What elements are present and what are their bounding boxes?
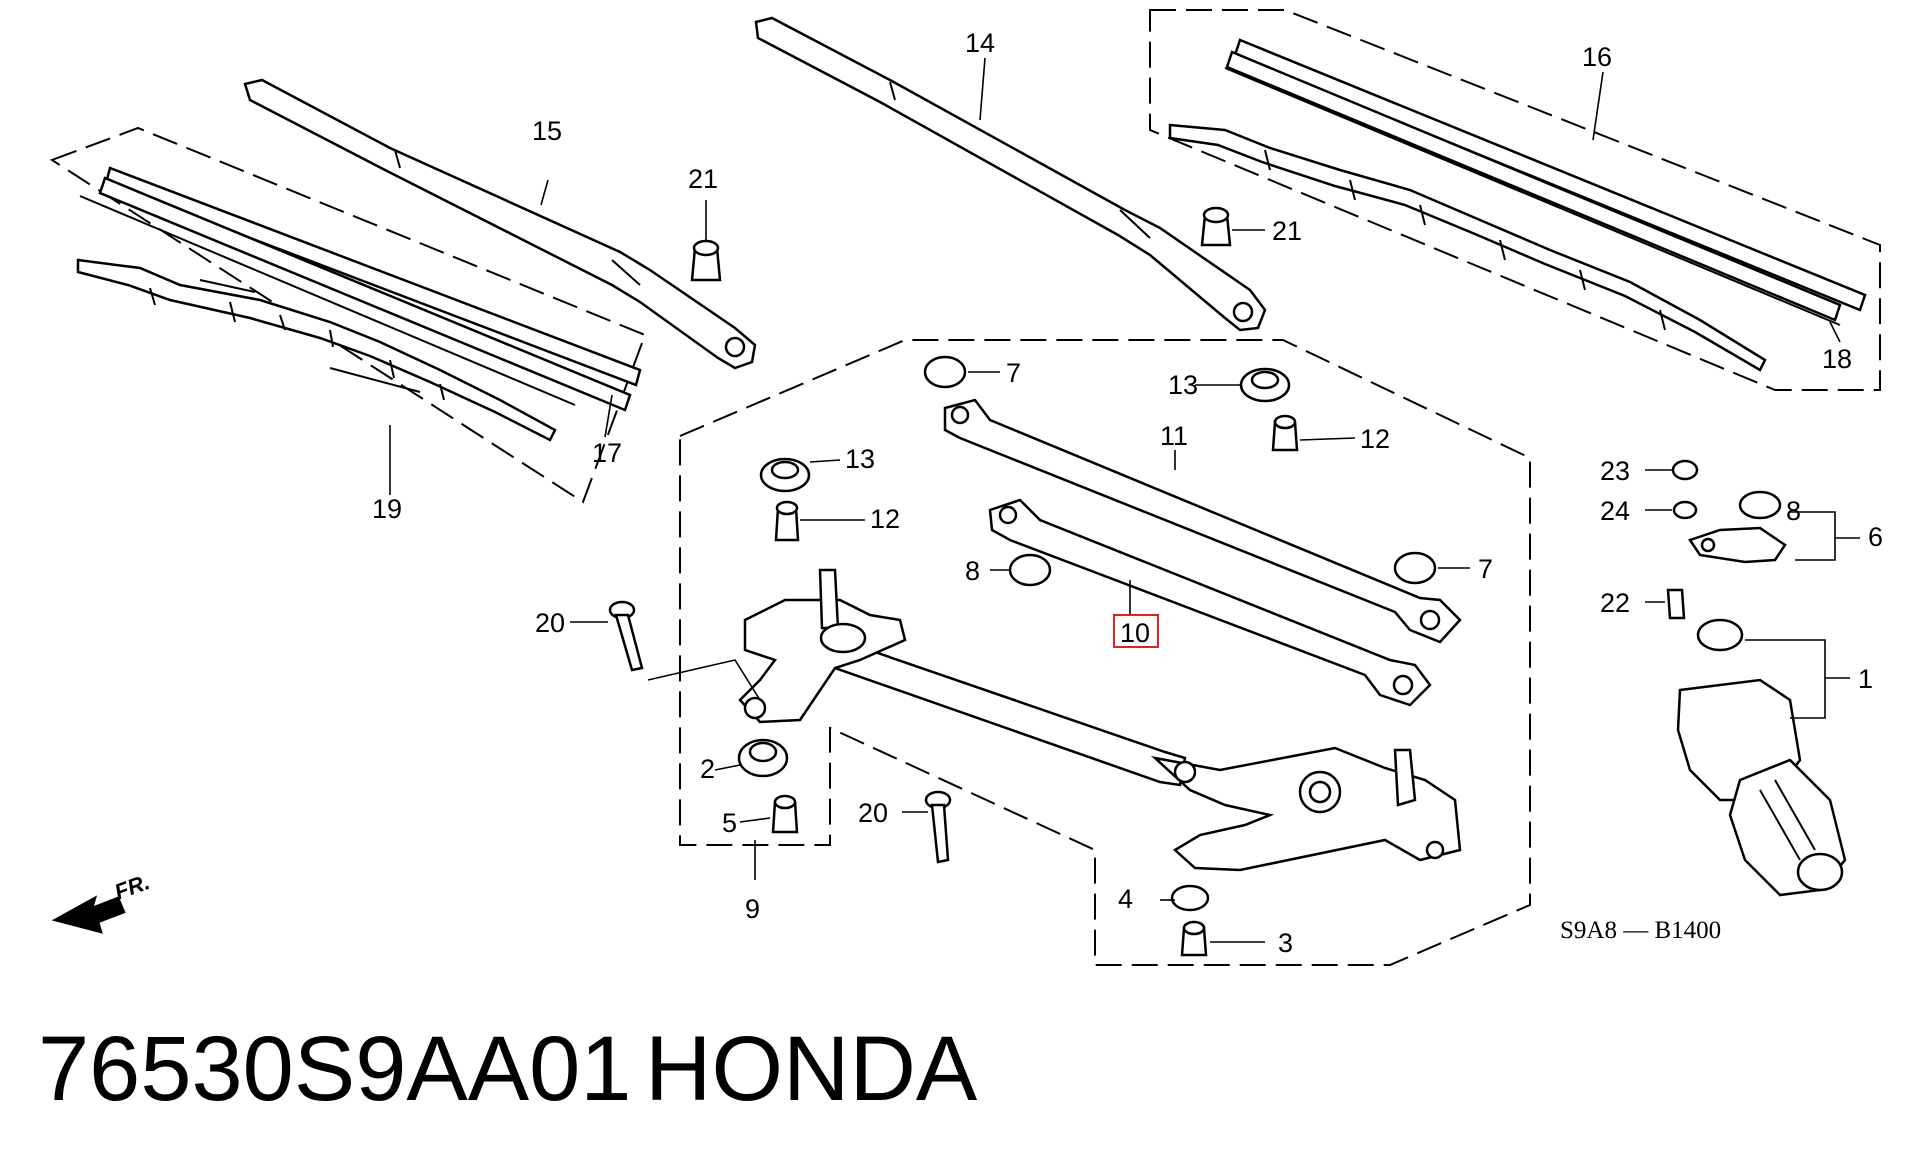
callout-2: 2 [700,754,715,784]
grommet-8-mid [1008,553,1052,587]
callout-11: 11 [1160,421,1188,451]
callout-5: 5 [722,808,737,838]
right-blade-frame [1149,9,1881,391]
callout-23: 23 [1600,456,1630,486]
callout-13-right: 13 [1168,370,1198,400]
right-wiper-blade [1168,38,1867,372]
diagram-code: S9A8 — B1400 [1560,917,1721,944]
callout-21-right: 21 [1272,216,1302,246]
linkage-rod-10 [988,498,1432,707]
callout-7-right: 7 [1478,554,1493,584]
bushing-4 [1170,884,1210,912]
callout-12-left: 12 [870,504,900,534]
callout-17: 17 [592,438,622,468]
caption-brand: HONDA [645,1018,978,1120]
callout-12-right: 12 [1360,424,1390,454]
callout-3: 3 [1278,928,1293,958]
grommet-7-top [923,355,967,389]
callout-21-left: 21 [688,164,718,194]
callout-18: 18 [1822,344,1852,374]
grommet-13-left [759,457,811,493]
callout-16: 16 [1582,42,1612,72]
grommet-7-right [1393,551,1437,585]
linkage-rod-11 [943,398,1462,644]
callout-14: 14 [965,28,995,58]
bushing-12-left [774,500,800,542]
callout-20-bottom: 20 [858,798,888,828]
main-linkage-frame [738,568,1462,872]
callout-7-top: 7 [1006,358,1021,388]
bolt-20-top [608,600,644,672]
callout-20-top: 20 [535,608,565,638]
bushing-2 [737,738,789,778]
cap-nut-left [690,239,722,282]
callout-1: 1 [1858,664,1873,694]
bushing-12-right [1271,414,1299,452]
caption-part-number: 76530S9AA01 [38,1018,631,1120]
callout-9: 9 [745,894,760,924]
linkage-frame [679,339,1531,966]
highlight-box-10 [1113,614,1159,648]
cap-nut-right [1200,206,1232,247]
callout-4: 4 [1118,884,1133,914]
front-arrow-icon: FR. [51,869,153,934]
callout-19: 19 [372,494,402,524]
callout-10: 10 [1120,618,1150,648]
wiper-motor [1666,459,1847,897]
front-label: FR. [111,869,153,905]
callout-24: 24 [1600,496,1630,526]
callouts: 15 14 16 19 17 18 21 21 13 13 12 12 7 7 … [372,28,1883,958]
callout-22: 22 [1600,588,1630,618]
callout-6: 6 [1868,522,1883,552]
leader-lines [389,57,1860,943]
callout-13-left: 13 [845,444,875,474]
callout-8-mid: 8 [965,556,980,586]
left-wiper-arm [243,78,757,370]
callout-15: 15 [532,116,562,146]
left-wiper-blade [76,166,642,442]
callout-8-right: 8 [1786,496,1801,526]
collar-5 [771,794,799,834]
collar-3 [1180,920,1208,957]
part-caption: 76530S9AA01 HONDA [38,1018,978,1120]
right-wiper-arm [754,16,1267,332]
grommet-13-right [1239,367,1291,403]
bolt-20-bottom [924,790,952,864]
